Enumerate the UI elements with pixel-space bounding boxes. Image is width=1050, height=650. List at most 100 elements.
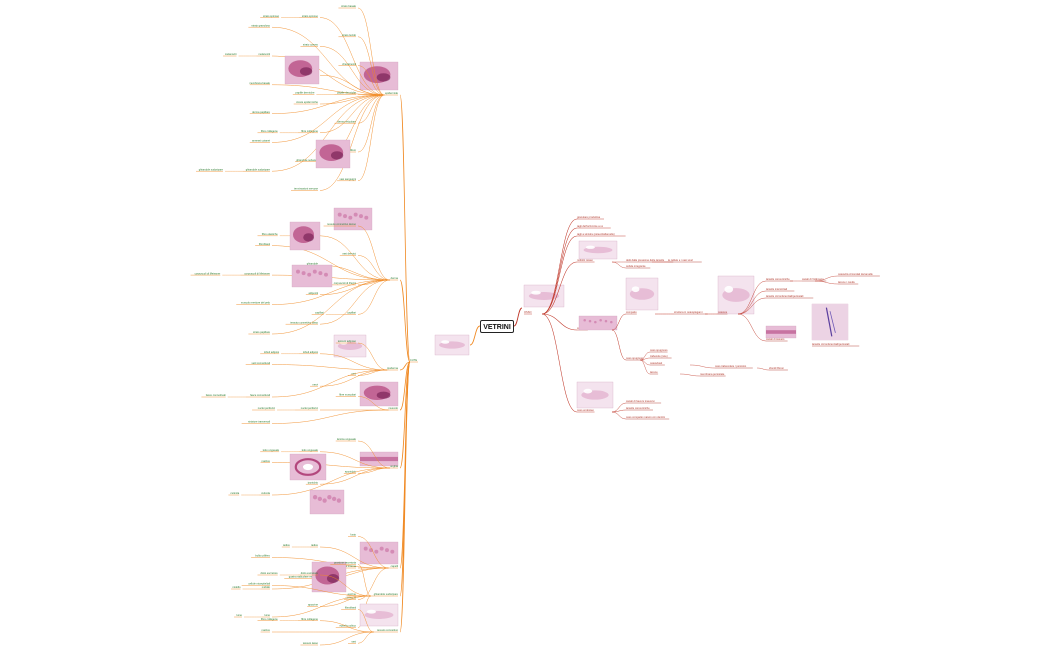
node-label-osso[interactable]: OSSO bbox=[524, 310, 532, 314]
node-label[interactable]: setti connettivali bbox=[252, 361, 271, 365]
node-label[interactable]: nervi bbox=[312, 382, 318, 386]
node-label[interactable]: corpuscoli di Pacini bbox=[334, 281, 357, 285]
node-label[interactable]: capillari bbox=[315, 311, 324, 315]
node-label[interactable]: osso spugnoso bbox=[650, 349, 668, 352]
node-label[interactable]: letto ungueale bbox=[263, 448, 280, 452]
node-label[interactable]: cuticola bbox=[261, 491, 270, 495]
node-label[interactable]: melanociti bbox=[258, 52, 270, 56]
thumbnail-derma[interactable] bbox=[315, 139, 351, 169]
node-label[interactable]: osso endosteo bbox=[577, 408, 594, 412]
node-label[interactable]: sfondi fibrosi bbox=[769, 366, 784, 370]
node-label[interactable]: papille dermiche bbox=[296, 91, 315, 95]
thumbnail-muscolo[interactable] bbox=[359, 381, 399, 407]
group-label[interactable]: derma bbox=[391, 276, 399, 280]
node-label[interactable]: membrana periostale bbox=[700, 372, 725, 376]
node-label[interactable]: osteone bbox=[718, 310, 728, 314]
node-label[interactable]: terminazioni nervose bbox=[294, 187, 318, 191]
group-label[interactable]: epidermide bbox=[385, 91, 398, 95]
node-label[interactable]: tessuto adiposo bbox=[338, 339, 357, 343]
node-label[interactable]: corteccia bbox=[346, 596, 357, 600]
group-label[interactable]: capelli bbox=[391, 564, 399, 568]
thumbnail-ghiandole-sudoripare[interactable] bbox=[311, 561, 347, 593]
node-label[interactable]: strato spinoso bbox=[302, 14, 319, 18]
node-label[interactable]: derma reticolare bbox=[337, 119, 356, 123]
node-label[interactable]: fibre elastiche bbox=[262, 232, 279, 236]
node-label[interactable]: radice bbox=[311, 543, 319, 547]
node-label[interactable]: tessuto connettivo lasso bbox=[290, 320, 318, 324]
thumbnail-capelli[interactable] bbox=[289, 453, 327, 481]
node-label[interactable]: tagli a sinistra (osteocità/lamelle) bbox=[577, 232, 615, 236]
node-label[interactable]: canali di havers trasversi bbox=[626, 399, 655, 403]
thumbnail-follicolo[interactable] bbox=[284, 55, 320, 85]
node-label[interactable]: dotto escretore bbox=[301, 571, 319, 575]
node-label[interactable]: midollo bbox=[232, 585, 241, 589]
thumbnail-unghia[interactable] bbox=[359, 451, 399, 467]
node-label[interactable]: osteoclasti bbox=[650, 361, 663, 365]
node-label[interactable]: fusto bbox=[350, 533, 356, 537]
node-label[interactable]: corpuscoli di Meissner bbox=[195, 271, 221, 275]
node-label[interactable]: porzione secretoria bbox=[334, 561, 357, 565]
node-label[interactable]: striature trasversali bbox=[248, 420, 270, 424]
node-label[interactable]: strato papillare bbox=[253, 330, 271, 334]
node-label[interactable]: vasi dermici bbox=[342, 252, 356, 256]
node-label[interactable]: apocrine bbox=[308, 603, 319, 607]
node-label[interactable]: fibre collagene bbox=[261, 617, 278, 621]
node-label[interactable]: fibroblasti bbox=[259, 242, 271, 246]
node-label[interactable]: canali di Volkmann bbox=[802, 277, 824, 281]
node-label[interactable]: lamina ungueale bbox=[337, 437, 357, 441]
group-label[interactable]: tessuto connettivo bbox=[377, 628, 398, 632]
node-label[interactable]: letto ungueale bbox=[302, 448, 319, 452]
node-label[interactable]: nuclei periferici bbox=[301, 406, 319, 410]
node-label[interactable]: osso spugnoso bbox=[626, 357, 644, 360]
thumbnail-ghiandole[interactable] bbox=[289, 221, 321, 251]
node-label[interactable]: membrana basale bbox=[249, 81, 270, 85]
group-label[interactable]: ghiandole sudoripare bbox=[374, 592, 399, 596]
root-node[interactable]: VETRINI bbox=[480, 320, 514, 333]
node-label[interactable]: midollo bbox=[262, 585, 271, 589]
node-label[interactable]: lume bbox=[236, 613, 242, 617]
thumbnail-epidermide[interactable] bbox=[359, 61, 399, 91]
node-label[interactable]: lacune bbox=[650, 370, 658, 374]
thumbnail-derma[interactable] bbox=[333, 207, 373, 231]
node-label[interactable]: lobuli adiposi bbox=[303, 350, 318, 354]
node-label[interactable]: lobuli adiposi bbox=[264, 350, 279, 354]
node-label[interactable]: trabecole (rete) bbox=[650, 354, 668, 358]
node-label[interactable]: cheratinociti bbox=[342, 62, 356, 66]
node-label[interactable]: tagli dell'orizzonte a sx bbox=[577, 224, 604, 228]
thumbnail-midollo[interactable] bbox=[578, 240, 618, 260]
node-label[interactable]: cellule mioepiteliali bbox=[248, 582, 270, 586]
node-label[interactable]: midollo osseo bbox=[577, 258, 593, 262]
group-label[interactable]: ipoderma bbox=[387, 366, 398, 370]
node-label[interactable]: strato granuloso bbox=[251, 23, 270, 27]
thumbnail-havers[interactable] bbox=[765, 325, 797, 339]
node-label[interactable]: vasi bbox=[351, 639, 356, 643]
node-label[interactable]: lamelle circonferenziali/periostali bbox=[812, 342, 850, 346]
node-label[interactable]: matrice bbox=[261, 628, 270, 632]
thumbnail-tessuto-connettivo[interactable] bbox=[359, 603, 399, 627]
node-label[interactable]: ghiandole sudoripare bbox=[199, 167, 224, 171]
node-label[interactable]: bulbo pilifero bbox=[255, 554, 270, 558]
node-label[interactable]: fasce connettivali bbox=[206, 393, 226, 397]
node-label[interactable]: matrice bbox=[261, 459, 270, 463]
node-label[interactable]: strato lucido bbox=[342, 33, 357, 37]
node-label[interactable]: eccrine bbox=[348, 592, 357, 596]
node-label[interactable]: compatto bbox=[626, 310, 637, 314]
node-label[interactable]: cuticola bbox=[230, 491, 239, 495]
node-label[interactable]: tessuto lasso bbox=[303, 641, 319, 645]
thumbnail-compatto[interactable] bbox=[578, 315, 618, 331]
node-label[interactable]: le cellule e i vasi scuri bbox=[668, 258, 694, 262]
thumbnail-osteoplegami[interactable] bbox=[625, 277, 659, 311]
node-label[interactable]: annessi cutanei bbox=[252, 139, 270, 143]
node-label[interactable]: lacune / cavità bbox=[838, 280, 855, 284]
node-label-cute[interactable]: CUTE bbox=[410, 358, 417, 362]
thumbnail-volkmann[interactable] bbox=[811, 303, 849, 341]
node-label[interactable]: ghiandole sebacee bbox=[296, 158, 318, 162]
node-label[interactable]: fibre collagene bbox=[301, 617, 318, 621]
node-label[interactable]: fasce connettivali bbox=[250, 393, 270, 397]
thumbnail-sudoripare[interactable] bbox=[309, 489, 345, 515]
node-label[interactable]: eponichio bbox=[345, 470, 357, 474]
node-label[interactable]: struttura in osteoplegami bbox=[674, 310, 703, 314]
node-label[interactable]: nuclei periferici bbox=[258, 406, 276, 410]
node-label[interactable]: osteocità circondati da lamelle bbox=[838, 272, 873, 276]
node-label[interactable]: fibre collagene bbox=[261, 129, 278, 133]
